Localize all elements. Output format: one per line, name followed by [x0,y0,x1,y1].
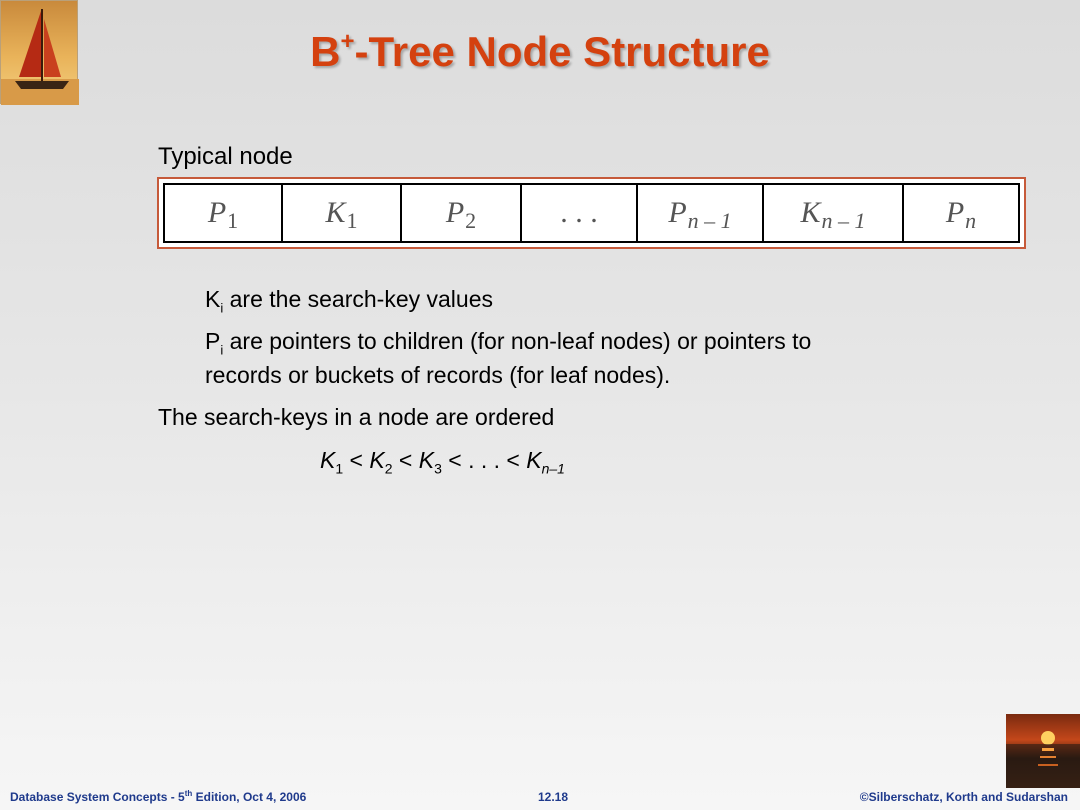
pi-description-line1: Pi are pointers to children (for non-lea… [205,328,812,358]
sunset-logo [1006,714,1080,788]
footer-copyright: ©Silberschatz, Korth and Sudarshan [859,790,1068,804]
sailboat-logo [0,0,79,105]
ki-description: Ki are the search-key values [205,286,493,316]
slide-title: B+-Tree Node Structure [310,28,770,75]
ordering-formula: K1 < K2 < K3 < . . . < Kn–1 [320,447,565,477]
pi-description-line2: records or buckets of records (for leaf … [205,362,671,388]
node-cell-ellipsis: . . . [522,185,638,241]
footer-book-info: Database System Concepts - 5th Edition, … [10,789,307,804]
typical-node-label: Typical node [158,143,293,170]
footer-page-number: 12.18 [538,790,569,804]
ordered-statement: The search-keys in a node are ordered [158,404,555,430]
